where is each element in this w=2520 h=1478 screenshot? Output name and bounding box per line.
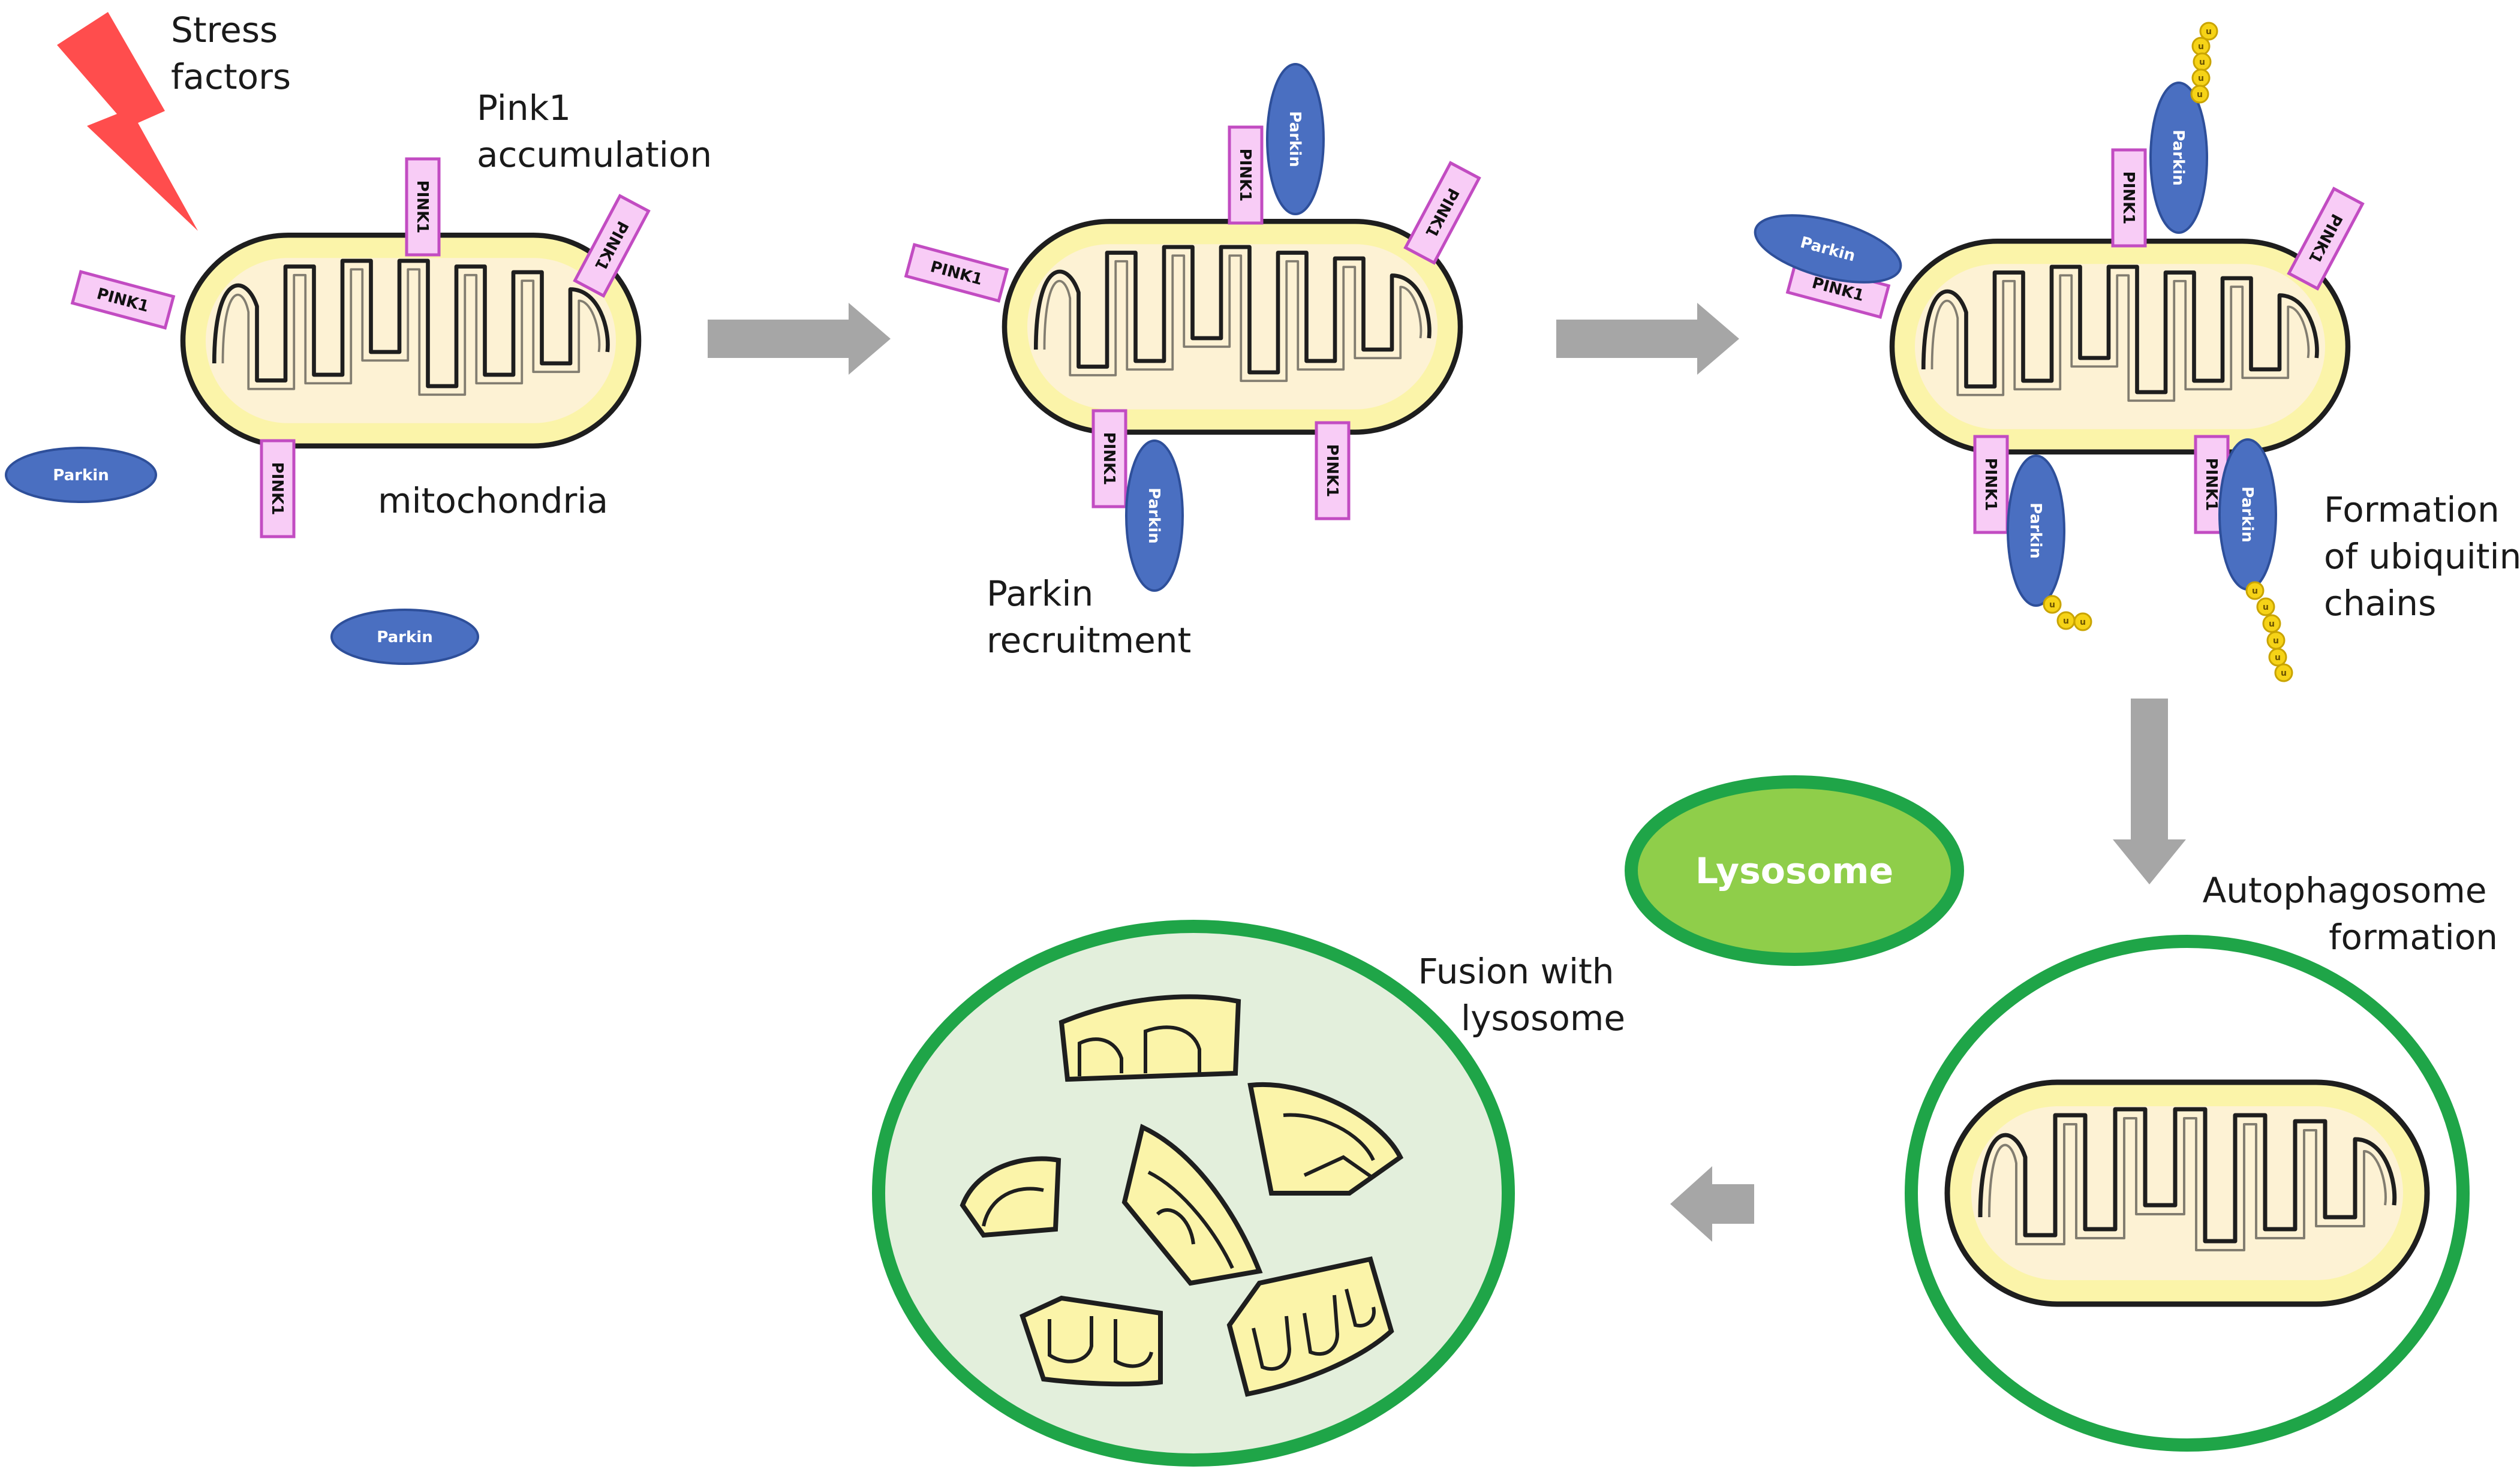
mitochondrion-fragment xyxy=(1247,1082,1404,1196)
svg-text:u: u xyxy=(2049,600,2055,610)
svg-text:u: u xyxy=(2281,669,2287,678)
svg-text:u: u xyxy=(2198,74,2204,83)
pink1-protein: PINK1 xyxy=(1403,161,1481,265)
svg-text:PINK1: PINK1 xyxy=(2202,458,2220,511)
parkin-protein: Parkin xyxy=(330,609,479,665)
svg-text:PINK1: PINK1 xyxy=(268,462,286,516)
svg-text:u: u xyxy=(2199,58,2205,67)
svg-text:PINK1: PINK1 xyxy=(1100,432,1118,486)
right-arrow-icon xyxy=(1556,303,1739,375)
mitochondria-label: mitochondria xyxy=(378,480,608,521)
mitochondrion-fragment xyxy=(1058,994,1241,1082)
mitochondrion-1 xyxy=(183,235,639,446)
ubiquitin-chains-label: Formation of ubiquitin chains xyxy=(2324,489,2520,624)
svg-text:u: u xyxy=(2273,636,2279,646)
parkin-protein: Parkin xyxy=(2149,82,2208,234)
mitochondrion-fragment xyxy=(1121,1124,1263,1286)
svg-text:u: u xyxy=(2206,27,2212,37)
svg-text:u: u xyxy=(2197,90,2203,100)
pink1-protein: PINK1 xyxy=(70,270,176,330)
svg-text:Parkin: Parkin xyxy=(1286,111,1304,167)
pink1-protein: PINK1 xyxy=(904,243,1009,303)
parkin-protein: Parkin xyxy=(1125,440,1184,592)
ubiquitin-chain: u u u xyxy=(2043,595,2092,631)
svg-text:PINK1: PINK1 xyxy=(1323,444,1341,498)
parkin-protein: Parkin xyxy=(2218,438,2277,591)
down-arrow-icon xyxy=(2113,699,2186,884)
autophagosome-label: Autophagosome formation xyxy=(2203,870,2498,958)
svg-text:Parkin: Parkin xyxy=(377,628,432,646)
parkin-recruitment-label: Parkin recruitment xyxy=(987,573,1191,661)
ubiquitin-chain: u u u u u u xyxy=(2245,581,2293,682)
svg-text:u: u xyxy=(2263,603,2269,612)
svg-text:PINK1: PINK1 xyxy=(413,180,431,234)
svg-text:Lysosome: Lysosome xyxy=(1695,850,1893,892)
pink1-protein: PINK1 xyxy=(2111,148,2147,248)
fusion-label: Fusion with lysosome xyxy=(1418,951,1625,1038)
mitochondrion-fragment xyxy=(960,1156,1061,1238)
svg-text:u: u xyxy=(2269,619,2275,629)
pink1-protein: PINK1 xyxy=(573,194,651,298)
pink1-protein: PINK1 xyxy=(260,439,296,538)
svg-text:u: u xyxy=(2198,42,2204,52)
lightning-bolt-icon xyxy=(57,12,198,231)
mitochondrion-fragment xyxy=(1226,1256,1394,1397)
mitochondrion-2 xyxy=(1005,221,1460,432)
stress-label: Stress factors xyxy=(171,10,291,97)
ubiquitin-chain: u u u u u xyxy=(2190,22,2218,104)
parkin-protein: Parkin xyxy=(2007,454,2065,607)
right-arrow-icon xyxy=(708,303,891,375)
parkin-protein: Parkin xyxy=(1266,63,1325,215)
svg-text:u: u xyxy=(2252,586,2258,596)
pink1-protein: PINK1 xyxy=(1228,125,1264,225)
svg-text:Parkin: Parkin xyxy=(2169,130,2187,185)
svg-text:PINK1: PINK1 xyxy=(1981,458,1999,511)
svg-text:Parkin: Parkin xyxy=(1145,487,1163,543)
svg-text:PINK1: PINK1 xyxy=(2119,171,2137,225)
mitochondrion-3 xyxy=(1892,241,2348,452)
svg-text:u: u xyxy=(2080,618,2086,627)
pink1-protein: PINK1 xyxy=(405,157,441,257)
pink1-protein: PINK1 xyxy=(1091,409,1127,508)
svg-text:PINK1: PINK1 xyxy=(1236,149,1254,202)
pink1-protein: PINK1 xyxy=(1315,421,1351,520)
parkin-protein: Parkin xyxy=(1754,214,1902,284)
pink1-accumulation-label: Pink1 accumulation xyxy=(477,88,712,175)
mitochondrion-fragment xyxy=(1020,1295,1163,1387)
lysosome: Lysosome xyxy=(1625,775,1964,966)
svg-text:u: u xyxy=(2063,616,2069,626)
pink1-protein: PINK1 xyxy=(2287,186,2365,291)
pink1-protein: PINK1 xyxy=(1973,435,2009,534)
parkin-protein: Parkin xyxy=(5,447,157,503)
svg-text:u: u xyxy=(2275,653,2281,663)
left-arrow-icon xyxy=(1670,1166,1754,1242)
svg-text:Parkin: Parkin xyxy=(2238,486,2256,542)
engulfed-mitochondrion xyxy=(1947,1082,2427,1304)
svg-text:Parkin: Parkin xyxy=(2026,502,2044,558)
svg-text:Parkin: Parkin xyxy=(53,466,109,484)
